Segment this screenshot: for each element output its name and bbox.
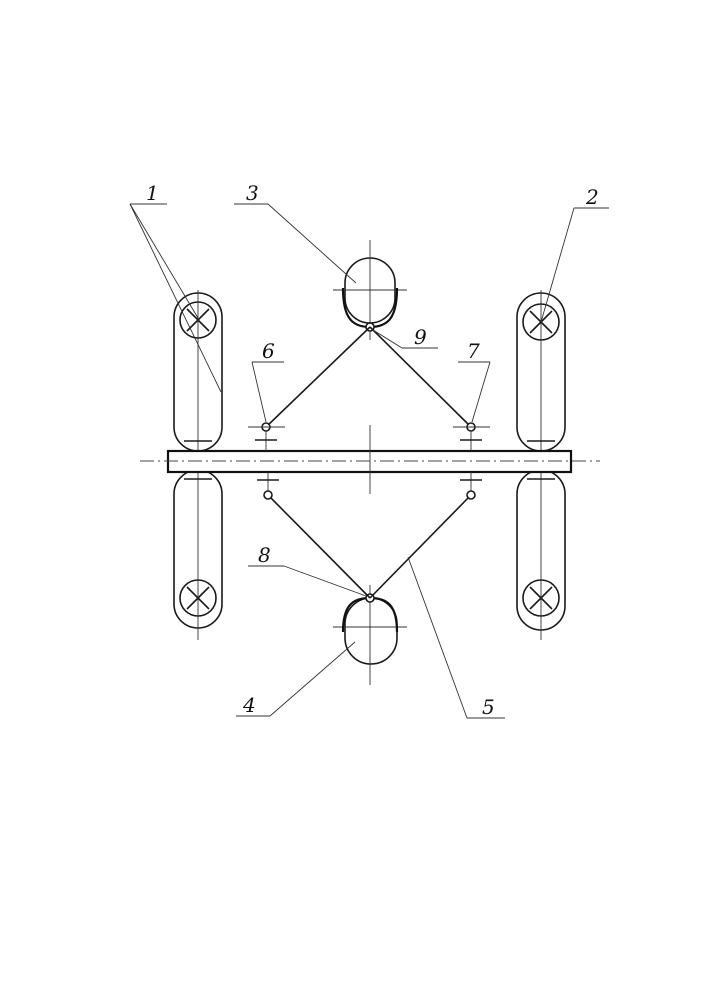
- label-1: 1: [146, 181, 159, 205]
- hinge-6-lower: [264, 491, 272, 499]
- label-7: 7: [467, 339, 480, 363]
- hinge-7-lower: [467, 491, 475, 499]
- lower-left-rod: [268, 495, 370, 598]
- label-6: 6: [262, 339, 275, 363]
- label-9: 9: [414, 325, 427, 349]
- upper-left-rod: [266, 327, 370, 427]
- central-beam: [140, 425, 600, 494]
- lower-wheel: [333, 585, 407, 685]
- beam-body: [168, 451, 571, 472]
- label-4: 4: [242, 693, 256, 717]
- label-2: 2: [585, 185, 599, 209]
- lower-right-rod: [370, 495, 471, 598]
- label-8: 8: [258, 543, 271, 567]
- upper-wheel: [333, 240, 407, 340]
- lower-wheel-body: [345, 598, 397, 664]
- label-5: 5: [482, 695, 495, 719]
- label-3: 3: [246, 181, 259, 205]
